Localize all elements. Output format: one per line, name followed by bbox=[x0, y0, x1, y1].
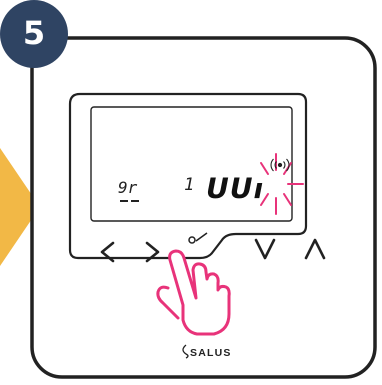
tick-key-icon[interactable] bbox=[188, 232, 208, 244]
lcd-screen bbox=[90, 106, 293, 222]
step-number: 5 bbox=[22, 14, 46, 52]
wireless-icon bbox=[270, 158, 290, 172]
lcd-middle-digit: 1 bbox=[184, 175, 194, 195]
display-frame bbox=[68, 92, 308, 260]
pointing-hand-icon bbox=[156, 249, 231, 336]
entry-arrow-icon bbox=[0, 148, 40, 266]
key-right[interactable] bbox=[145, 241, 160, 263]
step-badge: 5 bbox=[0, 0, 68, 68]
key-down[interactable] bbox=[254, 238, 276, 260]
key-left[interactable] bbox=[100, 241, 115, 263]
salus-logo-swoosh bbox=[182, 344, 189, 359]
lcd-main-text: ᑌᑌı bbox=[206, 172, 264, 205]
brand-logo-text: SALUS bbox=[190, 347, 232, 359]
lcd-left-code: 9r bbox=[118, 178, 138, 197]
keypad bbox=[100, 238, 326, 263]
key-up[interactable] bbox=[304, 238, 326, 260]
